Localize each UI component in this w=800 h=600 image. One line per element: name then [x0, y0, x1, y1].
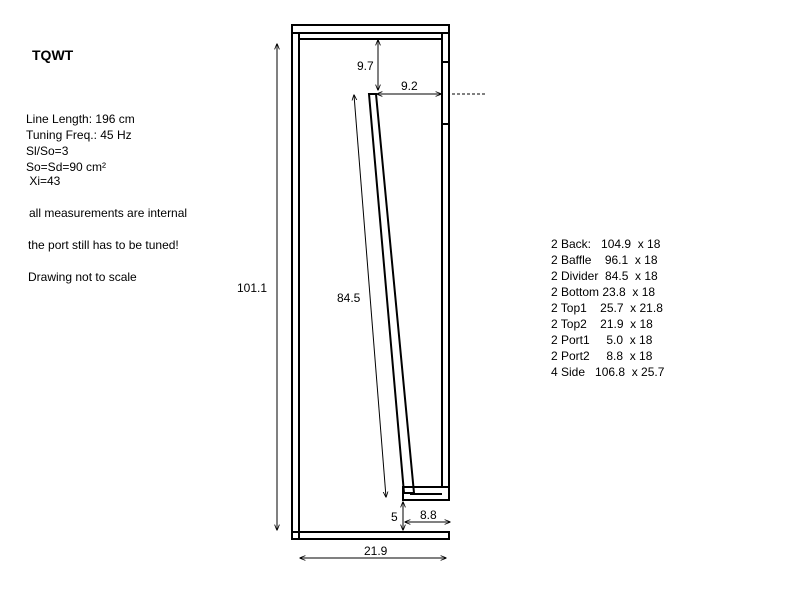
- dim-width-label: 21.9: [364, 544, 388, 558]
- cut-back: 2 Back: 104.9 x 18: [551, 237, 661, 251]
- spec-line-length: Line Length: 196 cm: [26, 112, 135, 126]
- bottom-panel: [291, 531, 450, 540]
- note-internal: all measurements are internal: [29, 206, 188, 220]
- cut-port1: 2 Port1 5.0 x 18: [551, 333, 653, 347]
- divider-panel: [367, 93, 416, 494]
- dim-divider-label: 84.5: [337, 291, 361, 305]
- cut-list: 2 Back: 104.9 x 18 2 Baffle 96.1 x 18 2 …: [551, 236, 664, 380]
- spec-xi: Xi=43: [26, 174, 61, 188]
- spec-sl-so: Sl/So=3: [26, 144, 69, 158]
- cut-top1: 2 Top1 25.7 x 21.8: [551, 301, 663, 315]
- cut-top2: 2 Top2 21.9 x 18: [551, 317, 653, 331]
- baffle-panel: [441, 32, 450, 488]
- cut-port2: 2 Port2 8.8 x 18: [551, 349, 653, 363]
- specs-list: Line Length: 196 cm Tuning Freq.: 45 Hz …: [26, 111, 135, 187]
- spec-so-sd: So=Sd=90 cm²: [26, 160, 107, 174]
- top-panel-1: [291, 24, 450, 34]
- dim-top-width-label: 9.2: [401, 79, 418, 93]
- spec-tuning-freq: Tuning Freq.: 45 Hz: [26, 128, 132, 142]
- cut-bottom: 2 Bottom 23.8 x 18: [551, 285, 656, 299]
- note-port: the port still has to be tuned!: [28, 238, 179, 252]
- note-scale: Drawing not to scale: [28, 270, 137, 284]
- dimension-arrows: [277, 40, 450, 558]
- top-panel-2: [298, 32, 443, 40]
- back-panel: [291, 32, 300, 540]
- enclosure-walls: [291, 24, 450, 540]
- cut-side: 4 Side 106.8 x 25.7: [551, 365, 665, 379]
- drawing-title: TQWT: [32, 47, 74, 63]
- dim-port-height-label: 5: [391, 510, 398, 524]
- driver-marks: [442, 61, 449, 125]
- dim-height-label: 101.1: [237, 281, 267, 295]
- divider-arrow: [354, 95, 386, 497]
- dim-top-gap-label: 9.7: [357, 59, 374, 73]
- dim-port-width-label: 8.8: [420, 508, 437, 522]
- port-panel: [402, 486, 450, 501]
- cut-baffle: 2 Baffle 96.1 x 18: [551, 253, 658, 267]
- cut-divider: 2 Divider 84.5 x 18: [551, 269, 658, 283]
